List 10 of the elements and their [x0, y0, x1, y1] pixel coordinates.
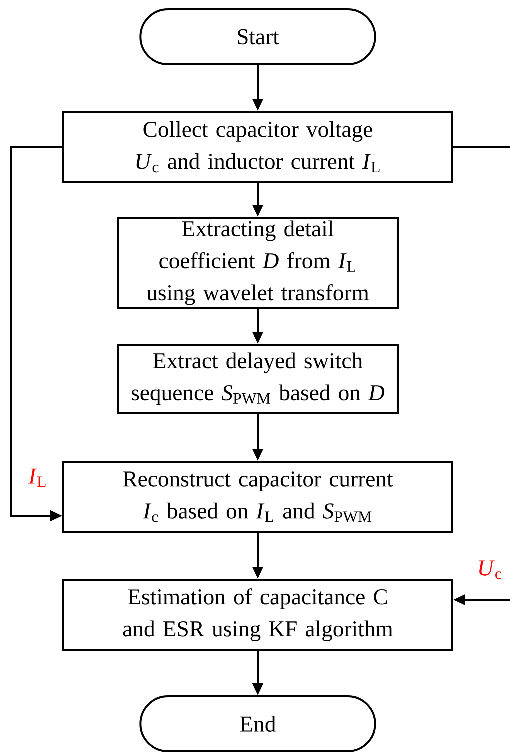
edge-label: U$_{c}$ — [479, 560, 502, 580]
process-box: Extracting detail coefficient D from I$_{L}$ using wavelet transform — [117, 217, 399, 309]
terminal-capsule: Start — [140, 8, 376, 66]
terminal-capsule: End — [140, 696, 376, 752]
edge-label: I$_{L}$ — [28, 468, 46, 488]
process-box: Extract delayed switch sequence S$_{PWM}$ based on D — [117, 344, 399, 414]
process-box: Estimation of capacitance C and ESR using KF algorithm — [62, 579, 454, 651]
process-box: Collect capacitor voltage U$_{c}$ and inductor current I$_{L}$ — [62, 111, 454, 183]
process-box: Reconstruct capacitor current I$_{c}$ based on I$_{L}$ and S$_{PWM}$ — [62, 461, 454, 533]
arrow — [454, 146, 510, 606]
